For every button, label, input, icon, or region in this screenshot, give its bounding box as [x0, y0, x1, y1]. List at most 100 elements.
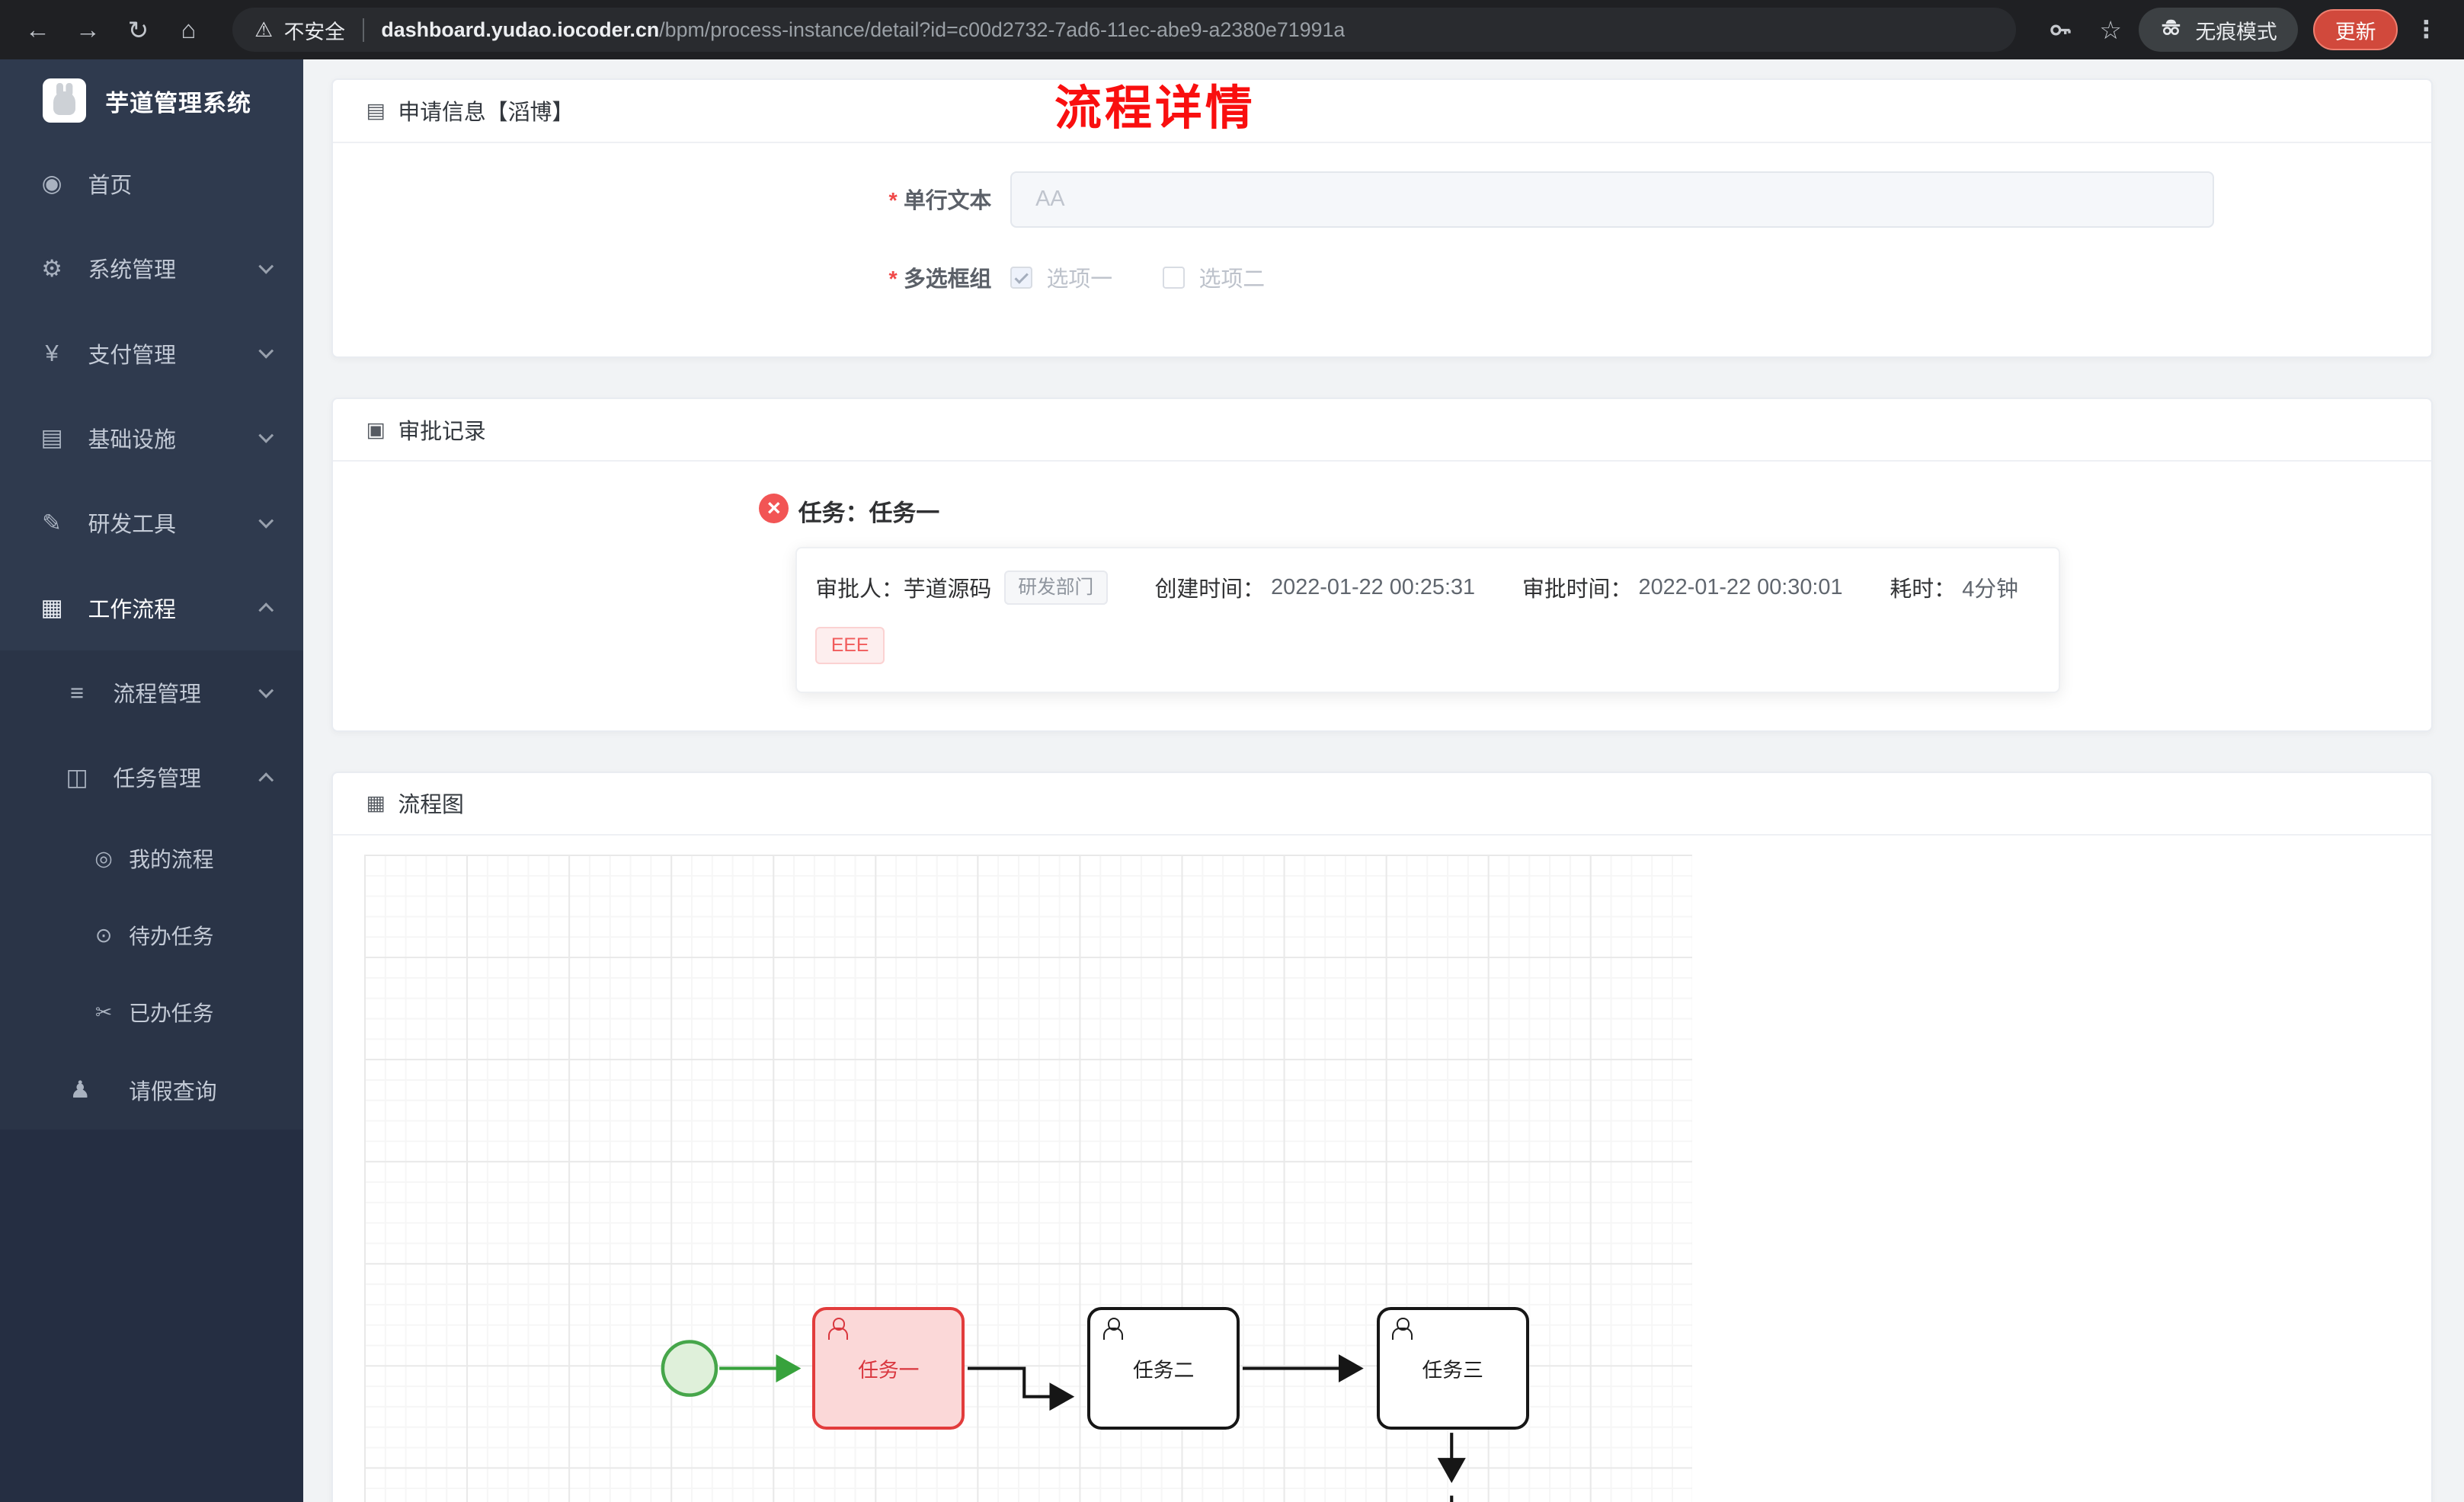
chevron-down-icon	[258, 428, 274, 444]
chevron-down-icon	[258, 682, 274, 698]
sidebar-item-infrastructure[interactable]: ▤ 基础设施	[0, 396, 303, 481]
approval-detail-card: 审批人： 芋道源码 研发部门 创建时间： 2022-01-22 00:25:31…	[795, 546, 2060, 693]
duration-value: 4分钟	[1962, 577, 2018, 602]
flow-task1-to-task2	[968, 1366, 1075, 1411]
page-title: 流程详情	[1054, 81, 1256, 135]
apply-info-card: ▤ 申请信息【滔博】 单行文本 多选框组 选项一 选项二	[331, 78, 2433, 359]
url-divider	[362, 18, 364, 42]
main-content: 流程详情 ▤ 申请信息【滔博】 单行文本 多选框组 选项一	[303, 59, 2464, 1502]
approved-time: 2022-01-22 00:30:01	[1638, 574, 1843, 599]
document-icon: ▤	[366, 98, 386, 122]
checkbox-option-1[interactable]: 选项一	[1010, 262, 1112, 293]
logo-avatar	[42, 78, 87, 123]
approval-card-title: 审批记录	[398, 419, 486, 444]
sidebar-item-label: 流程管理	[113, 682, 201, 708]
process-diagram-card: ▦ 流程图 任	[331, 771, 2433, 1502]
forward-icon[interactable]: →	[75, 15, 101, 44]
reload-icon[interactable]: ↻	[127, 15, 149, 44]
rejected-status-icon	[759, 493, 789, 523]
checkbox-option-2[interactable]: 选项二	[1163, 262, 1265, 293]
infrastructure-icon: ▤	[40, 424, 63, 452]
task-node-label: 任务一	[858, 1358, 920, 1382]
checkbox-group: 选项一 选项二	[1010, 262, 1265, 293]
sidebar-item-task-management[interactable]: ◫ 任务管理	[0, 735, 303, 820]
done-task-icon: ✂	[94, 1000, 113, 1024]
approved-time-group: 审批时间： 2022-01-22 00:30:01	[1522, 572, 1843, 603]
app-title: 芋道管理系统	[105, 89, 251, 117]
chevron-up-icon	[258, 772, 274, 788]
checkbox-unchecked-icon	[1163, 267, 1186, 289]
approval-card-header: ▣ 审批记录	[333, 399, 2431, 462]
sidebar-item-label: 工作流程	[88, 597, 176, 622]
sidebar-item-workflow[interactable]: ▦ 工作流程	[0, 566, 303, 650]
incognito-label: 无痕模式	[2195, 20, 2277, 43]
back-icon[interactable]: ←	[25, 15, 50, 44]
sidebar-item-label: 支付管理	[88, 343, 176, 368]
key-icon[interactable]	[2038, 8, 2082, 52]
chevron-down-icon	[258, 258, 274, 275]
browser-menu-icon[interactable]: ⋮	[2414, 16, 2438, 43]
field-label: 多选框组	[333, 262, 1010, 293]
gear-icon: ⚙	[41, 254, 62, 282]
sidebar-item-label: 我的流程	[129, 848, 214, 872]
url-domain: dashboard.yudao.iocoder.cn	[381, 18, 660, 41]
user-task-icon	[1102, 1318, 1124, 1341]
sidebar: 芋道管理系统 ◉ 首页 ⚙ 系统管理 ¥ 支付管理 ▤ 基础设施	[0, 59, 304, 1502]
sidebar-item-payment[interactable]: ¥ 支付管理	[0, 311, 303, 395]
comment-tag: EEE	[815, 626, 885, 665]
sidebar-item-leave-query[interactable]: ♟ 请假查询	[0, 1051, 303, 1130]
process-management-icon: ≡	[70, 679, 85, 706]
sidebar-filler	[0, 1129, 304, 1502]
created-label: 创建时间：	[1154, 577, 1265, 602]
not-secure-label: 不安全	[283, 20, 345, 43]
apply-card-title: 申请信息【滔博】	[398, 100, 574, 125]
sidebar-item-process-management[interactable]: ≡ 流程管理	[0, 650, 303, 735]
bpmn-connectors	[661, 1340, 1467, 1502]
sidebar-item-label: 待办任务	[129, 925, 214, 949]
bpmn-canvas[interactable]: 任务一 任务二 任务三	[364, 852, 2402, 1502]
payment-icon: ¥	[45, 340, 59, 367]
app-logo[interactable]: 芋道管理系统	[0, 59, 303, 141]
task-management-icon: ◫	[66, 763, 88, 791]
sidebar-item-label: 基础设施	[88, 427, 176, 452]
sidebar-item-label: 首页	[88, 173, 133, 198]
sidebar-item-home[interactable]: ◉ 首页	[0, 142, 303, 226]
checkbox-label: 选项二	[1198, 267, 1266, 292]
task-node-2[interactable]: 任务二	[1087, 1306, 1240, 1430]
chevron-down-icon	[258, 513, 274, 529]
sidebar-item-label: 已办任务	[129, 1002, 214, 1026]
task-node-3[interactable]: 任务三	[1376, 1306, 1529, 1430]
update-button[interactable]: 更新	[2313, 9, 2398, 50]
checkbox-label: 选项一	[1046, 267, 1113, 292]
sidebar-item-done-task[interactable]: ✂ 已办任务	[0, 974, 303, 1051]
address-bar[interactable]: ⚠ 不安全 dashboard.yudao.iocoder.cn /bpm/pr…	[232, 8, 2017, 53]
star-icon[interactable]: ☆	[2099, 15, 2122, 44]
diagram-card-header: ▦ 流程图	[333, 773, 2431, 836]
approver-label: 审批人：	[815, 577, 904, 602]
chevron-up-icon	[258, 602, 274, 618]
task-node-1[interactable]: 任务一	[812, 1306, 965, 1430]
task-heading: 任务：任务一	[798, 499, 940, 526]
created-time-group: 创建时间： 2022-01-22 00:25:31	[1155, 572, 1476, 603]
sidebar-item-system[interactable]: ⚙ 系统管理	[0, 226, 303, 311]
dashboard-icon: ◉	[41, 170, 62, 197]
apply-card-header: ▤ 申请信息【滔博】	[333, 80, 2431, 143]
sidebar-item-todo-task[interactable]: ⊙ 待办任务	[0, 897, 303, 974]
my-process-icon: ◎	[94, 846, 113, 870]
diagram-card-title: 流程图	[398, 793, 464, 818]
sidebar-item-label: 任务管理	[113, 767, 201, 792]
home-icon[interactable]: ⌂	[181, 15, 197, 44]
chevron-down-icon	[258, 343, 274, 360]
user-task-icon	[1392, 1318, 1413, 1341]
sidebar-item-devtools[interactable]: ✎ 研发工具	[0, 481, 303, 565]
form-row-text: 单行文本	[333, 171, 2431, 228]
approved-label: 审批时间：	[1522, 577, 1633, 602]
sidebar-item-my-process[interactable]: ◎ 我的流程	[0, 820, 303, 897]
single-line-text-input[interactable]	[1010, 171, 2214, 228]
start-event[interactable]	[661, 1340, 718, 1397]
update-label: 更新	[2334, 20, 2376, 43]
task-node-label: 任务三	[1422, 1358, 1483, 1382]
field-label: 单行文本	[333, 184, 1010, 215]
incognito-badge[interactable]: 无痕模式	[2139, 8, 2298, 53]
dept-tag: 研发部门	[1003, 570, 1108, 605]
